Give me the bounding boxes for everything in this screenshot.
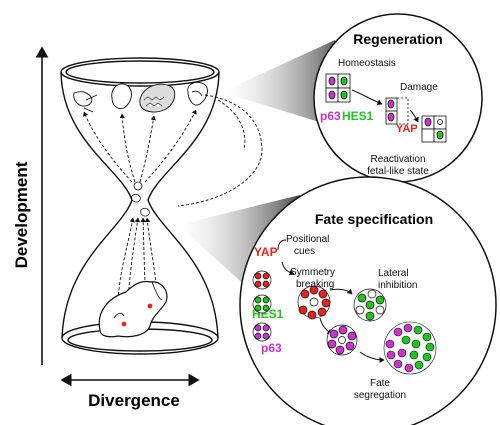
hes1-label: HES1 [342, 109, 374, 123]
symmetry-breaking-organoid [297, 285, 331, 320]
developmental-trajectories [83, 94, 263, 301]
fate-segregation-label-1: Fate [370, 378, 390, 389]
reactivation-cells [421, 115, 447, 143]
p63-organoid [326, 324, 358, 356]
homeostasis-cells [325, 73, 351, 103]
neck-organs [131, 181, 150, 217]
magenta-cluster [252, 322, 272, 342]
symmetry-breaking-label-2: breaking [296, 279, 334, 290]
reactivation-label-1: Reactivation [370, 154, 425, 165]
development-label: Development [12, 161, 31, 268]
adult-organs [73, 81, 208, 113]
damage-label: Damage [400, 82, 438, 93]
symmetry-breaking-label-1: Symmetry [290, 267, 335, 278]
divergence-label: Divergence [88, 391, 180, 410]
fate-title: Fate specification [315, 211, 433, 227]
embryo [98, 280, 168, 338]
reactivation-label-2: fetal-like state [367, 166, 429, 177]
regeneration-title: Regeneration [353, 31, 442, 47]
red-cluster [252, 270, 272, 290]
regeneration-arrows [351, 89, 419, 123]
homeostasis-label: Homeostasis [338, 58, 396, 69]
yap-label: YAP [396, 123, 418, 135]
p63-label: p63 [320, 109, 341, 123]
fate-segregation-label-2: segregation [354, 390, 406, 401]
positional-cues-label-1: Positional [286, 234, 329, 245]
damage-cells [385, 97, 409, 125]
lateral-inhibition-label-2: inhibition [378, 280, 417, 291]
green-cluster [252, 294, 272, 314]
fate-p63-label: p63 [261, 341, 282, 355]
fate-segregation-organoid [383, 321, 437, 375]
positional-cues-label-2: cues [294, 246, 315, 257]
lateral-inhibition-label-1: Lateral [378, 268, 409, 279]
fate-yap-label: YAP [254, 245, 278, 259]
lateral-inhibition-organoid [353, 288, 387, 322]
